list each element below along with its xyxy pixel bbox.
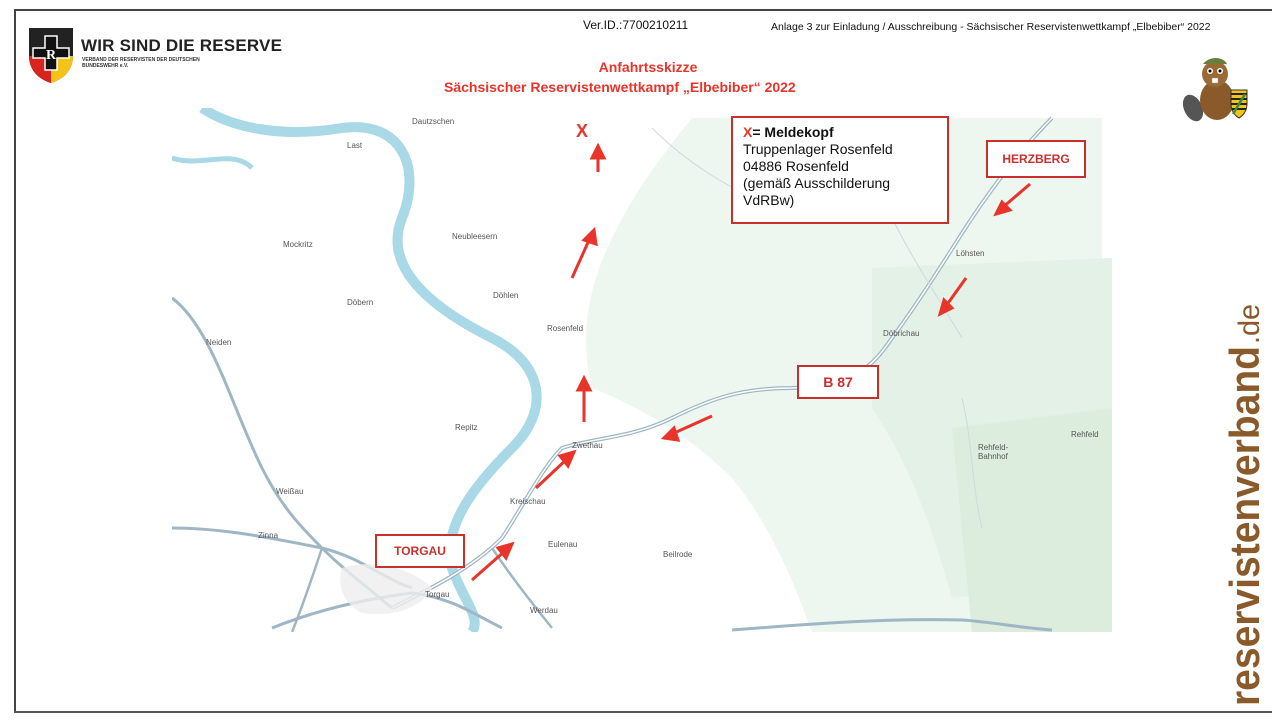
callout-b87: B 87 [797, 365, 879, 399]
callout-herzberg: HERZBERG [986, 140, 1086, 178]
legend-line: VdRBw) [743, 192, 795, 208]
place-label: Döhlen [493, 291, 519, 300]
place-label: Last [347, 141, 363, 150]
legend-box: X= Meldekopf Truppenlager Rosenfeld 0488… [731, 116, 949, 224]
place-label: Neiden [206, 338, 232, 347]
place-label: Zinna [258, 531, 279, 540]
place-label: Rehfeld [1071, 430, 1099, 439]
place-label: Repitz [455, 423, 478, 432]
beaver-mascot-icon [1183, 58, 1248, 122]
frame-top-border [14, 9, 1272, 11]
place-label: Weißau [276, 487, 304, 496]
svg-text:.de: .de [1233, 304, 1266, 344]
place-label: Döbern [347, 298, 374, 307]
org-title: WIR SIND DIE RESERVE [81, 36, 283, 55]
place-label: Kreischau [510, 497, 546, 506]
legend-header: X= Meldekopf [743, 124, 947, 141]
side-site-tld: .de [1233, 304, 1266, 344]
place-label: Eulenau [548, 540, 578, 549]
place-label: Mockritz [283, 240, 313, 249]
annex-note: Anlage 3 zur Einladung / Ausschreibung -… [771, 21, 1211, 33]
map-subtitle: Sächsischer Reservistenwettkampf „Elbebi… [444, 79, 796, 95]
version-id: Ver.ID.:7700210211 [583, 18, 689, 32]
frame-bottom-border [14, 711, 1272, 713]
legend-marker-label: = Meldekopf [752, 124, 834, 140]
side-website-text: reservistenverband .de [1221, 304, 1268, 706]
legend-line: (gemäß Ausschilderung [743, 175, 891, 191]
reserve-shield-logo: R [29, 28, 73, 83]
place-label: Rehfeld-Bahnhof [978, 443, 1009, 461]
place-label: Torgau [425, 590, 450, 599]
svg-text:reservistenverband: reservistenverband [1221, 346, 1268, 706]
place-label: Rosenfeld [547, 324, 584, 333]
place-label: Werdau [530, 606, 558, 615]
destination-marker: X [576, 121, 589, 141]
org-subtitle: VERBAND DER RESERVISTEN DER DEUTSCHEN BU… [82, 57, 200, 69]
legend-marker: X [743, 124, 753, 140]
place-label: Dautzschen [412, 117, 455, 126]
place-label: Döbrichau [883, 329, 920, 338]
side-site-name: reservistenverband [1221, 346, 1268, 706]
legend-line: Truppenlager Rosenfeld [743, 141, 893, 157]
place-label: Löhsten [956, 249, 985, 258]
callout-torgau: TORGAU [375, 534, 465, 568]
svg-text:R: R [46, 48, 57, 63]
legend-line: 04886 Rosenfeld [743, 158, 849, 174]
route-map [172, 108, 1112, 632]
place-label: Beilrode [663, 550, 693, 559]
map-title: Anfahrtsskizze [598, 59, 698, 75]
place-label: Neubleesern [452, 232, 498, 241]
place-label: Zwethau [572, 441, 603, 450]
frame-left-border [14, 9, 16, 713]
